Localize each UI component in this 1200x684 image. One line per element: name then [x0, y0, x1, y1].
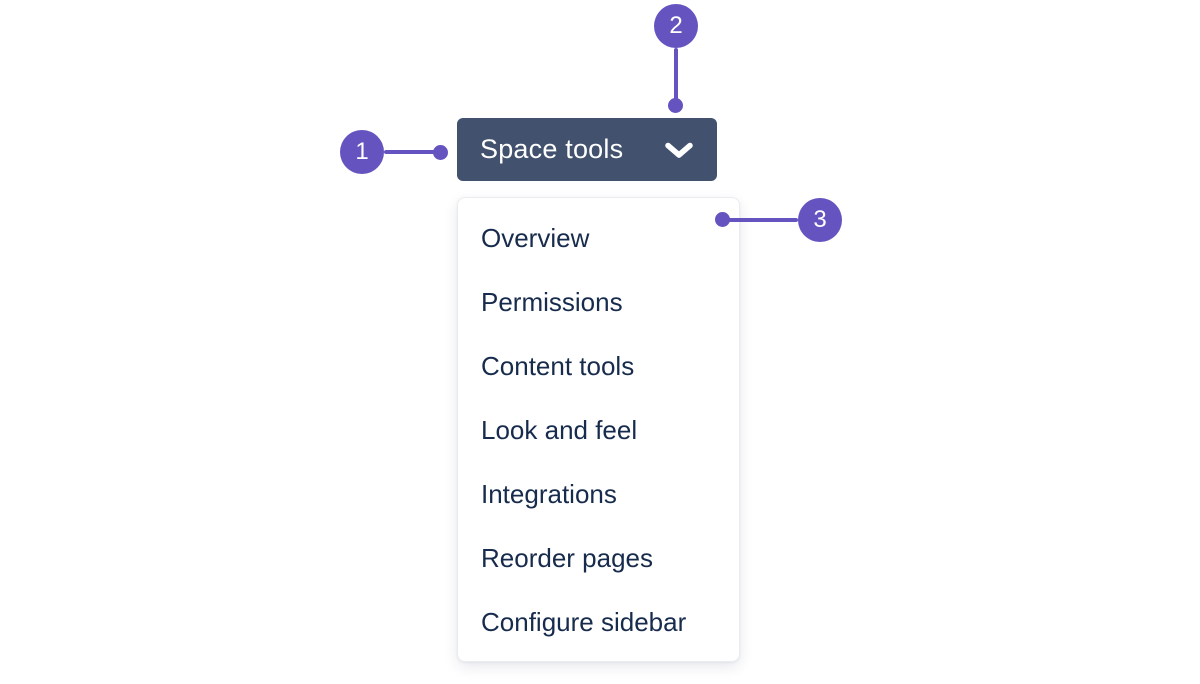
- menu-item-content-tools[interactable]: Content tools: [481, 351, 635, 381]
- space-tools-menu: Overview Permissions Content tools Look …: [457, 197, 740, 662]
- menu-item-look-and-feel[interactable]: Look and feel: [481, 415, 638, 445]
- callout-badge-2: 2: [654, 4, 698, 48]
- callout-number-1: 1: [355, 138, 369, 165]
- space-tools-button-label: Space tools: [480, 134, 624, 164]
- callout-number-2: 2: [669, 12, 683, 39]
- menu-item-integrations[interactable]: Integrations: [481, 479, 617, 509]
- space-tools-button[interactable]: Space tools: [457, 118, 717, 181]
- menu-item-configure-sidebar[interactable]: Configure sidebar: [481, 607, 687, 637]
- callout-connector-2: [674, 48, 678, 106]
- callout-endpoint-dot-2: [668, 98, 683, 113]
- menu-item-overview[interactable]: Overview: [481, 223, 590, 253]
- callout-connector-3: [723, 218, 798, 222]
- callout-endpoint-dot-3: [715, 212, 730, 227]
- menu-item-reorder-pages[interactable]: Reorder pages: [481, 543, 653, 573]
- callout-badge-3: 3: [798, 198, 842, 242]
- callout-endpoint-dot-1: [433, 145, 448, 160]
- callout-badge-1: 1: [340, 130, 384, 174]
- menu-item-permissions[interactable]: Permissions: [481, 287, 623, 317]
- callout-number-3: 3: [813, 206, 827, 233]
- callout-connector-1: [384, 150, 441, 154]
- chevron-down-icon: [663, 141, 695, 160]
